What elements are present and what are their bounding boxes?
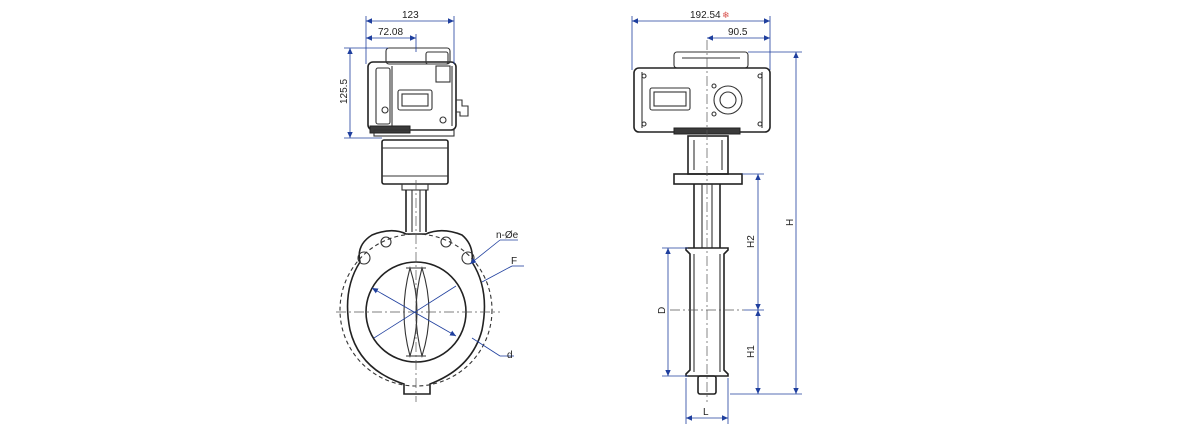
dimension-stem-height: H2 [742, 173, 764, 311]
leader-F [481, 265, 513, 283]
snowflake-icon: ❄ [722, 11, 730, 21]
dimension-total-height: H [730, 51, 802, 395]
side-actuator [633, 51, 771, 135]
dim-label-90-5: 90.5 [728, 27, 748, 38]
side-view: 192.54 ❄ 90.5 H H2 H1 [631, 10, 802, 424]
callout-n-Oe: n-Øe [496, 230, 519, 241]
dimension-side-offset: 90.5 [707, 27, 770, 41]
callout-d: d [507, 350, 513, 361]
front-view: n-Øe F d 123 72.08 125.5 [336, 10, 524, 402]
dimension-face-length: L [685, 378, 729, 424]
callout-F: F [511, 256, 517, 267]
dim-label-H2: H2 [746, 235, 757, 248]
dim-label-H: H [785, 219, 796, 226]
leader-n-Oe [469, 239, 501, 265]
front-neck [405, 190, 427, 232]
leader-d [471, 337, 501, 357]
dim-label-123: 123 [402, 10, 419, 21]
side-bracket [673, 135, 743, 185]
dimension-body-diameter: D [657, 247, 688, 377]
dim-label-H1: H1 [746, 345, 757, 358]
side-valve-body [685, 247, 729, 395]
dim-label-L: L [703, 407, 709, 418]
dim-label-72-08: 72.08 [378, 27, 403, 38]
dimension-bottom-height: H1 [746, 310, 761, 394]
dimension-front-height: 125.5 [339, 47, 388, 139]
front-bracket [381, 139, 449, 191]
dimension-front-offset: 72.08 [366, 27, 417, 52]
dim-label-125-5: 125.5 [339, 79, 350, 104]
dim-label-192-54: 192.54 [690, 10, 721, 21]
front-actuator [367, 47, 469, 137]
diameter-line-d [373, 285, 457, 339]
diameter-line-F [371, 287, 457, 337]
dimension-side-width: 192.54 ❄ [631, 10, 771, 70]
side-stem [693, 184, 721, 248]
dim-label-D: D [657, 307, 668, 314]
